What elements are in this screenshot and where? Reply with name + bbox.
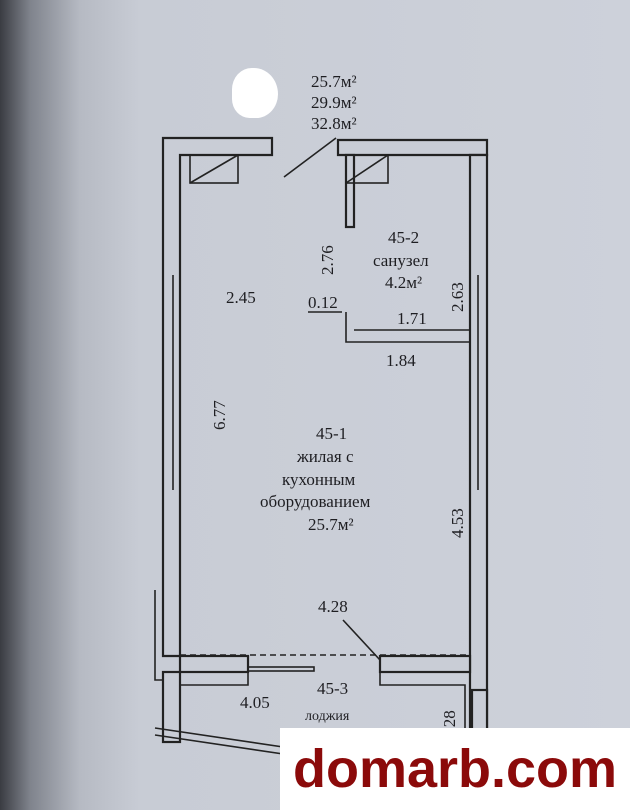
dim-1-84: 1.84 (386, 351, 416, 370)
dim-2-45: 2.45 (226, 288, 256, 307)
loggia-id: 45-3 (317, 679, 348, 698)
bathroom-name: санузел (373, 251, 429, 270)
living-line-2: кухонным (282, 470, 355, 489)
area-total: 32.8м² (311, 114, 357, 133)
loggia-name: лоджия (305, 709, 350, 724)
bathroom-id: 45-2 (388, 228, 419, 247)
living-id: 45-1 (316, 424, 347, 443)
area-total-no-loggia: 29.9м² (311, 93, 357, 112)
dim-6-77: 6.77 (210, 400, 229, 430)
dim-4-53: 4.53 (448, 508, 467, 538)
dim-2-63: 2.63 (448, 282, 467, 312)
dim-2-76: 2.76 (318, 245, 337, 275)
bathroom-area: 4.2м² (385, 273, 422, 292)
watermark-text: domarb.com (292, 739, 618, 799)
area-living: 25.7м² (311, 72, 357, 91)
living-area: 25.7м² (308, 515, 354, 534)
living-line-1: жилая с (296, 447, 354, 466)
dim-1-71: 1.71 (397, 309, 427, 328)
dim-4-05: 4.05 (240, 693, 270, 712)
fixtures (154, 137, 479, 756)
dim-0-12: 0.12 (308, 293, 338, 312)
living-line-3: оборудованием (260, 492, 371, 511)
redaction-blot (232, 68, 278, 118)
dim-4-28: 4.28 (318, 597, 348, 616)
watermark: domarb.com (280, 728, 630, 810)
